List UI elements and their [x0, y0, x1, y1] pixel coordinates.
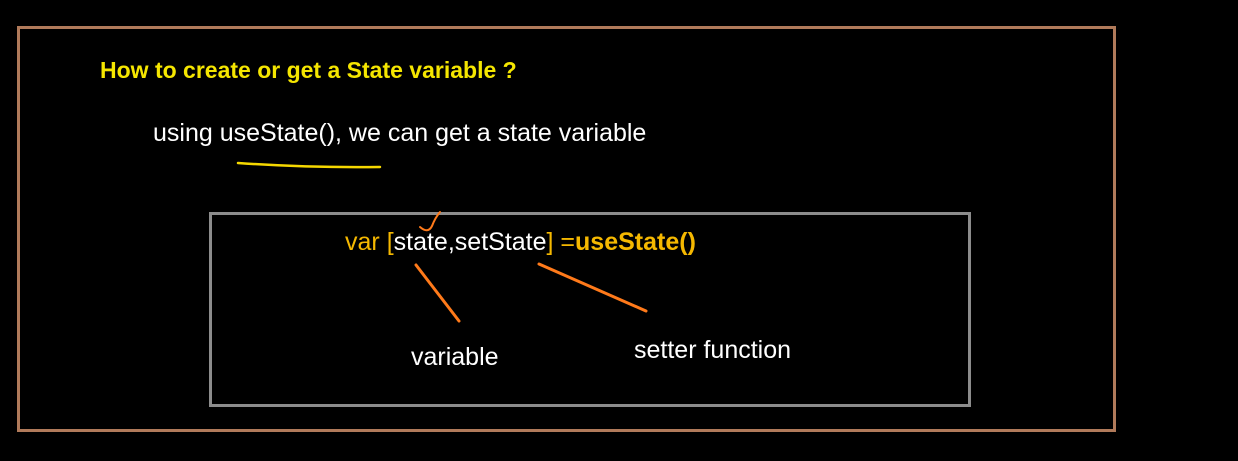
slide-subtitle: using useState(), we can get a state var… [153, 119, 647, 147]
code-box [209, 212, 971, 407]
code-setter-variable: setState [454, 228, 547, 256]
variable-label: variable [411, 343, 499, 371]
slide-title: How to create or get a State variable ? [100, 57, 517, 83]
code-comma: , [447, 228, 455, 256]
slide-frame [17, 26, 1116, 432]
code-equals: = [553, 228, 576, 256]
code-bracket-close: ] [546, 228, 554, 256]
setter-function-label: setter function [634, 336, 792, 364]
code-usestate-call: useState() [575, 228, 696, 256]
code-bracket-open: [ [386, 228, 394, 256]
code-line: var [state,setState] =useState() [345, 228, 696, 257]
code-state-variable: state [393, 228, 448, 256]
code-keyword: var [345, 228, 380, 256]
